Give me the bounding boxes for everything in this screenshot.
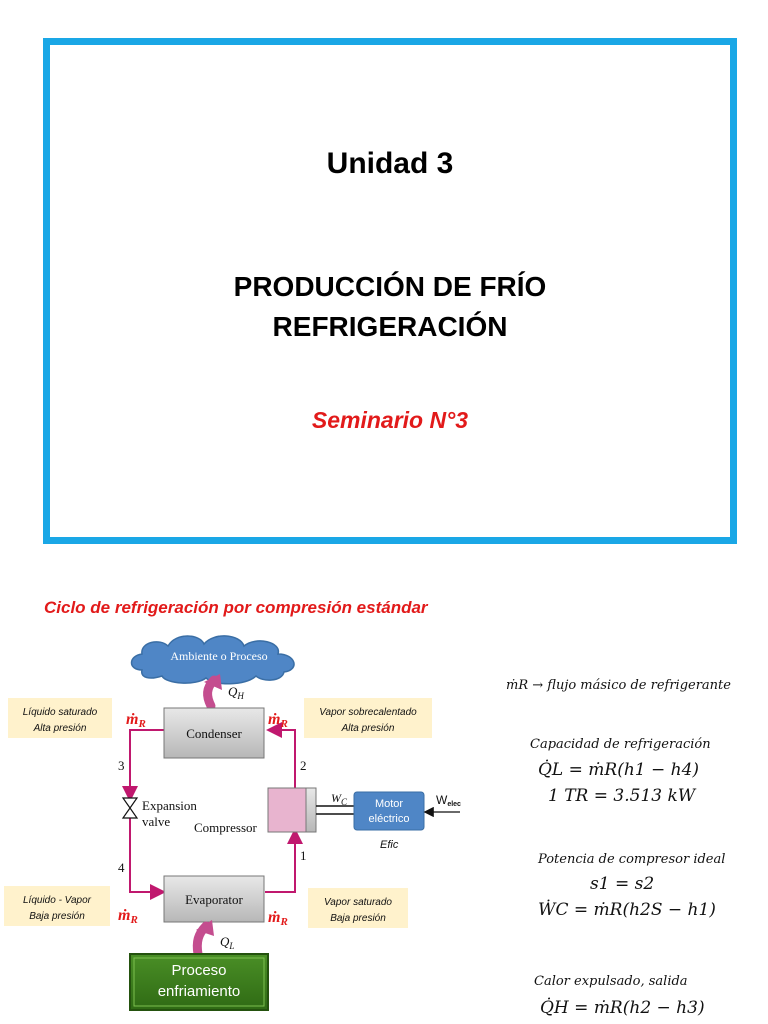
- svg-text:ṁR: ṁR: [126, 711, 146, 730]
- wc-label: W: [331, 791, 342, 805]
- svg-text:ṁR: ṁR: [268, 909, 288, 928]
- expansion-label-1: Expansion: [142, 798, 197, 813]
- welec-sub: elec: [447, 801, 461, 808]
- mass-flow-definition: ṁR → flujo másico de refrigerante: [506, 678, 731, 693]
- note-top-right-1: Vapor sobrecalentado: [319, 707, 417, 718]
- capacity-label: Capacidad de refrigeración: [530, 737, 711, 752]
- refrigeration-cycle-diagram: Ambiente o Proceso QH 3 4 2 1 Condenser …: [4, 635, 461, 1011]
- slide-title: PRODUCCIÓN DE FRÍO REFRIGERACIÓN: [50, 267, 730, 347]
- qh-sub: H: [236, 691, 244, 701]
- title-slide-frame: Unidad 3 PRODUCCIÓN DE FRÍO REFRIGERACIÓ…: [43, 38, 737, 544]
- svg-text:QL: QL: [220, 934, 234, 951]
- evaporator-label: Evaporator: [185, 892, 243, 907]
- mr-label-tr: ṁ: [268, 711, 280, 728]
- welec-label: W: [436, 793, 448, 807]
- note-bottom-right: Vapor saturado Baja presión: [308, 888, 408, 928]
- expansion-valve: Expansion valve: [121, 797, 197, 829]
- seminar-subtitle: Seminario N°3: [311, 407, 469, 433]
- heat-rejected-equation: Q̇H = ṁR(h2 − h3): [540, 998, 705, 1018]
- svg-text:ṁR: ṁR: [118, 907, 138, 926]
- wc-sub: C: [341, 797, 348, 807]
- ql-label: Q: [220, 934, 230, 949]
- mr-sub-tl: R: [137, 718, 145, 730]
- process-label-2: enfriamiento: [158, 983, 241, 1000]
- note-bottom-left-1: Líquido - Vapor: [23, 895, 92, 906]
- refrigerant-pipes: [122, 722, 303, 900]
- note-top-left: Líquido saturado Alta presión: [8, 698, 112, 738]
- title-line-2: REFRIGERACIÓN: [272, 311, 508, 342]
- unit-heading: Unidad 3: [326, 147, 454, 180]
- motor-label-1: Motor: [375, 798, 403, 810]
- electric-motor: Motor eléctrico Welec Efic: [353, 791, 461, 851]
- mr-sub-br: R: [279, 916, 287, 928]
- note-top-right: Vapor sobrecalentado Alta presión: [304, 698, 432, 738]
- mr-label-tl: ṁ: [126, 711, 138, 728]
- compressor: Compressor WC: [194, 787, 354, 835]
- note-top-right-2: Alta presión: [341, 723, 395, 734]
- evaporator-box: Evaporator: [163, 875, 265, 923]
- point-1: 1: [300, 848, 307, 863]
- note-top-left-1: Líquido saturado: [23, 707, 98, 718]
- isentropic-equation: s1 = s2: [590, 874, 655, 894]
- svg-text:ṁR: ṁR: [268, 711, 288, 730]
- condenser-box: Condenser: [163, 707, 265, 759]
- point-3: 3: [118, 758, 125, 773]
- compressor-work-equation: ẆC = ṁR(h2S − h1): [538, 900, 716, 920]
- svg-text:QH: QH: [228, 684, 244, 701]
- note-bottom-right-1: Vapor saturado: [324, 897, 392, 908]
- efficiency-label: Efic: [380, 839, 399, 851]
- ql-sub: L: [228, 941, 234, 951]
- expansion-label-2: valve: [142, 814, 170, 829]
- cycle-title: Ciclo de refrigeración por compresión es…: [44, 598, 428, 617]
- process-label-1: Proceso: [171, 962, 226, 979]
- point-2: 2: [300, 758, 307, 773]
- compressor-label: Compressor: [194, 820, 258, 835]
- capacity-equation: Q̇L = ṁR(h1 − h4): [538, 760, 700, 780]
- svg-text:WC: WC: [331, 791, 348, 807]
- mr-label-br: ṁ: [268, 909, 280, 926]
- note-bottom-right-2: Baja presión: [330, 913, 386, 924]
- qh-heat-arrow: QH: [203, 674, 244, 711]
- ambient-cloud: Ambiente o Proceso: [130, 635, 295, 685]
- note-top-left-2: Alta presión: [33, 723, 87, 734]
- ton-refrigeration-equation: 1 TR = 3.513 kW: [548, 786, 696, 806]
- note-bottom-left-2: Baja presión: [29, 911, 85, 922]
- cloud-label: Ambiente o Proceso: [170, 649, 267, 663]
- point-4: 4: [118, 860, 125, 875]
- condenser-label: Condenser: [186, 726, 242, 741]
- motor-label-2: eléctrico: [369, 813, 410, 825]
- ql-heat-arrow: QL: [192, 920, 234, 959]
- mass-flow-labels: ṁR ṁR ṁR ṁR: [118, 711, 288, 928]
- mr-sub-tr: R: [279, 718, 287, 730]
- qh-label: Q: [228, 684, 238, 699]
- mr-label-bl: ṁ: [118, 907, 130, 924]
- mr-sub-bl: R: [129, 914, 137, 926]
- compressor-power-label: Potencia de compresor ideal: [538, 852, 726, 867]
- title-line-1: PRODUCCIÓN DE FRÍO: [233, 271, 547, 302]
- svg-text:Welec: Welec: [436, 793, 461, 808]
- cooling-process-box: Proceso enfriamiento: [129, 953, 269, 1011]
- note-bottom-left: Líquido - Vapor Baja presión: [4, 886, 110, 926]
- heat-rejected-label: Calor expulsado, salida: [534, 974, 688, 989]
